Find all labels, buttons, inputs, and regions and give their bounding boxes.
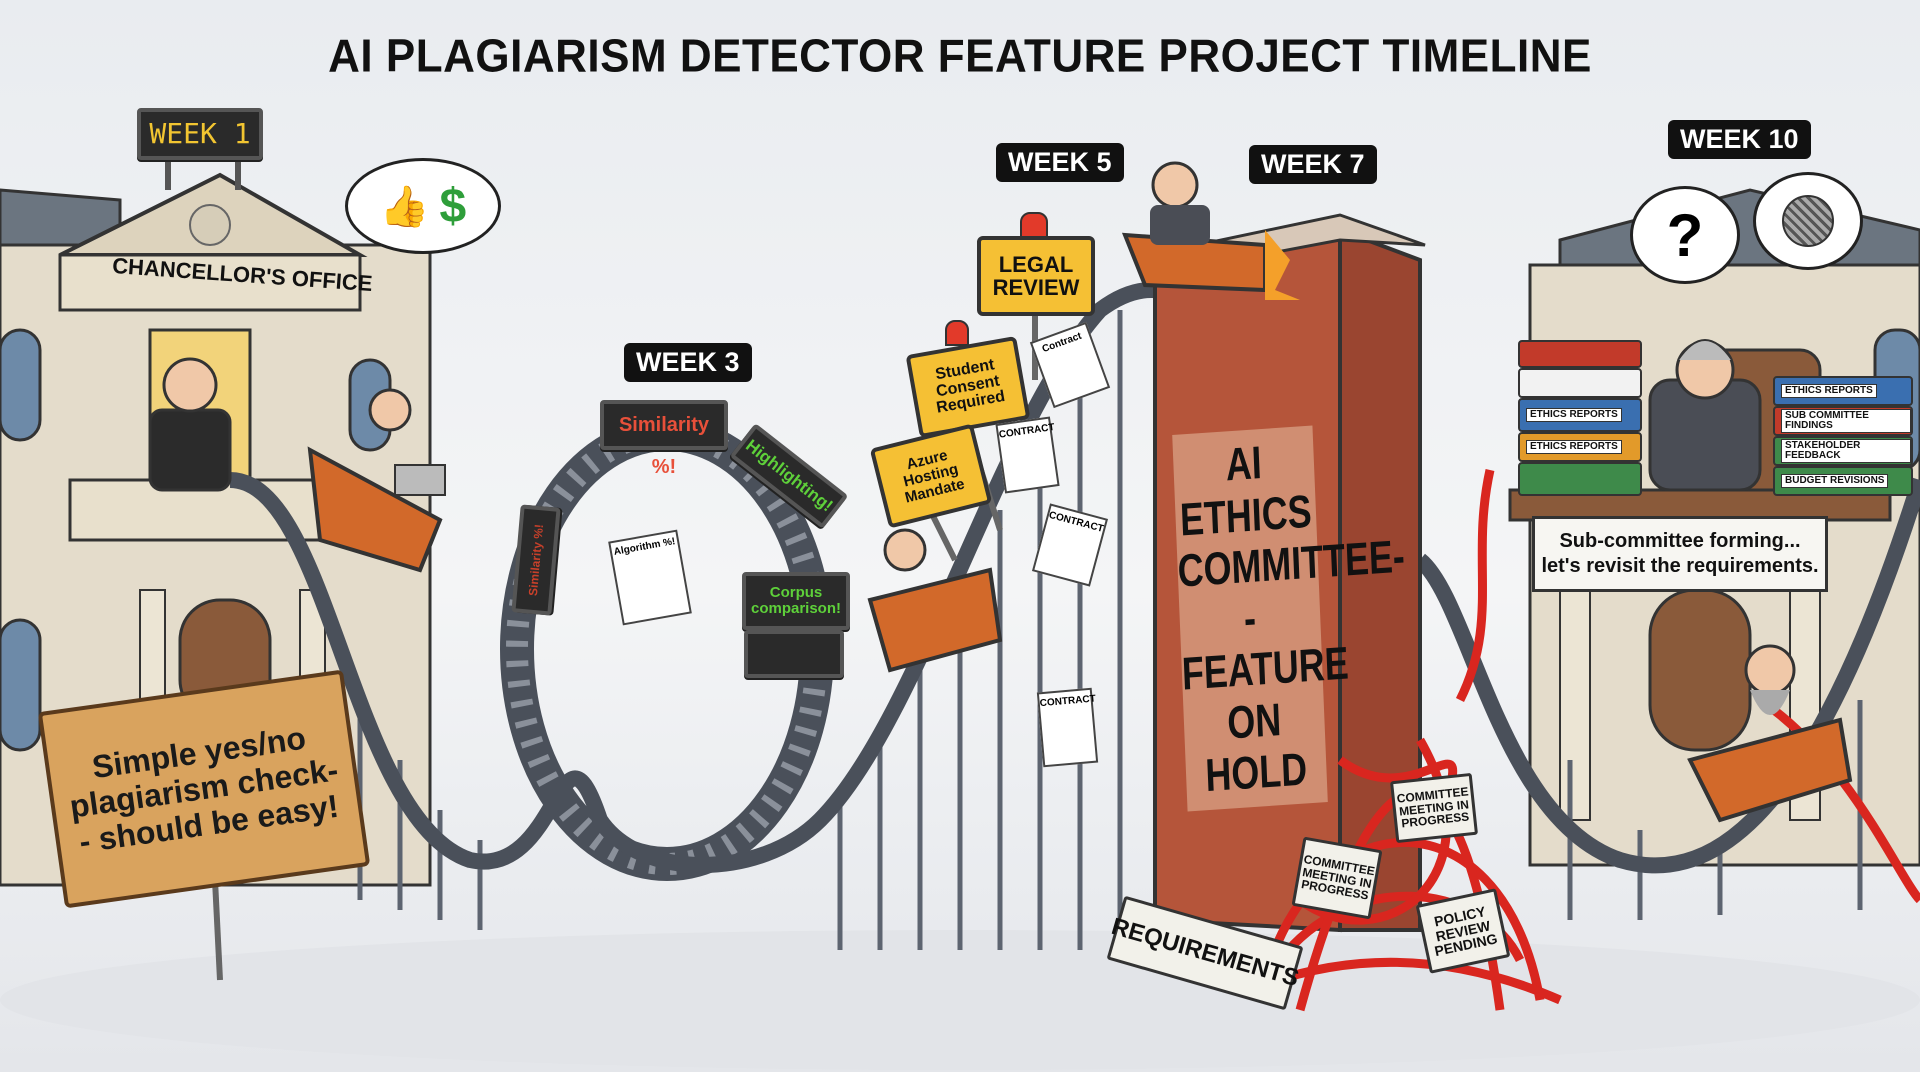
binder-label: STAKEHOLDER FEEDBACK: [1781, 439, 1911, 463]
page-title: AI PLAGIARISM DETECTOR FEATURE PROJECT T…: [328, 30, 1592, 83]
corpus-comparison-sign: Corpus comparison!: [742, 572, 850, 630]
committee-meeting-sign: COMMITTEE MEETING IN PROGRESS: [1291, 836, 1383, 920]
week-3-label: WEEK 3: [624, 343, 752, 382]
wall-text-line: - FEATURE: [1180, 591, 1350, 700]
wall-text-line: AI ETHICS: [1179, 436, 1313, 546]
binder: BUDGET REVISIONS: [1773, 466, 1913, 496]
desk-sign-line: let's revisit the requirements.: [1541, 555, 1819, 577]
wall-text-line: COMMITTEE-: [1176, 529, 1406, 597]
week-7-label: WEEK 7: [1249, 145, 1377, 184]
thumbs-up-icon: 👍: [379, 184, 430, 229]
binder: ETHICS REPORTS: [1518, 432, 1642, 462]
cart-week1: [307, 388, 446, 573]
siren-icon: [945, 320, 969, 346]
yarn-ball-icon: [1782, 195, 1834, 247]
binder-label: BUDGET REVISIONS: [1781, 474, 1889, 488]
binder-label: ETHICS REPORTS: [1526, 440, 1622, 454]
algorithm-paper: Algorithm %!: [608, 529, 692, 626]
desk-sign-line: Sub-committee forming...: [1559, 530, 1801, 552]
thought-bubble-approval: 👍 $: [345, 158, 501, 254]
thought-bubble-question: ?: [1630, 186, 1740, 284]
dollar-sign-icon: $: [439, 179, 467, 233]
binder: [1518, 368, 1642, 398]
binder: [1518, 340, 1642, 368]
binder-label: ETHICS REPORTS: [1526, 408, 1622, 422]
week-5-label: WEEK 5: [996, 143, 1124, 182]
cart-week5: [867, 528, 1003, 673]
binder-label: ETHICS REPORTS: [1781, 384, 1877, 398]
contract-paper: CONTRACT: [995, 416, 1060, 494]
ground: [0, 930, 1920, 1070]
legal-review-sign: LEGAL REVIEW: [977, 236, 1095, 316]
scrolling-code-sign: [744, 630, 844, 678]
wall-text-line: ON HOLD: [1204, 692, 1309, 802]
cart-week7: [1121, 161, 1300, 300]
thought-bubble-yarn: [1753, 172, 1863, 270]
committee-meeting-sign: COMMITTEE MEETING IN PROGRESS: [1389, 772, 1479, 844]
desk-sign: Sub-committee forming... let's revisit t…: [1532, 516, 1828, 592]
binder: ETHICS REPORTS: [1518, 398, 1642, 432]
binder-label: SUB COMMITTEE FINDINGS: [1781, 409, 1911, 433]
binder-stack-right: ETHICS REPORTS SUB COMMITTEE FINDINGS ST…: [1773, 376, 1913, 496]
binder: STAKEHOLDER FEEDBACK: [1773, 436, 1913, 466]
chancellor-figure: [148, 357, 232, 492]
cart-week10: [1687, 644, 1853, 823]
binder-stack-left: ETHICS REPORTS ETHICS REPORTS: [1518, 340, 1642, 496]
binder: [1518, 462, 1642, 496]
wall-text: AI ETHICS COMMITTEE- - FEATURE ON HOLD: [1172, 425, 1406, 812]
coaster-track-end: [1414, 477, 1920, 874]
binder: ETHICS REPORTS: [1773, 376, 1913, 406]
binder: SUB COMMITTEE FINDINGS: [1773, 406, 1913, 436]
week-10-label: WEEK 10: [1668, 120, 1811, 159]
similarity-sign: Similarity %!: [600, 400, 728, 478]
chancellor-building: [0, 150, 432, 887]
week-1-label: WEEK 1: [137, 108, 263, 160]
contract-paper: CONTRACT: [1036, 687, 1099, 768]
